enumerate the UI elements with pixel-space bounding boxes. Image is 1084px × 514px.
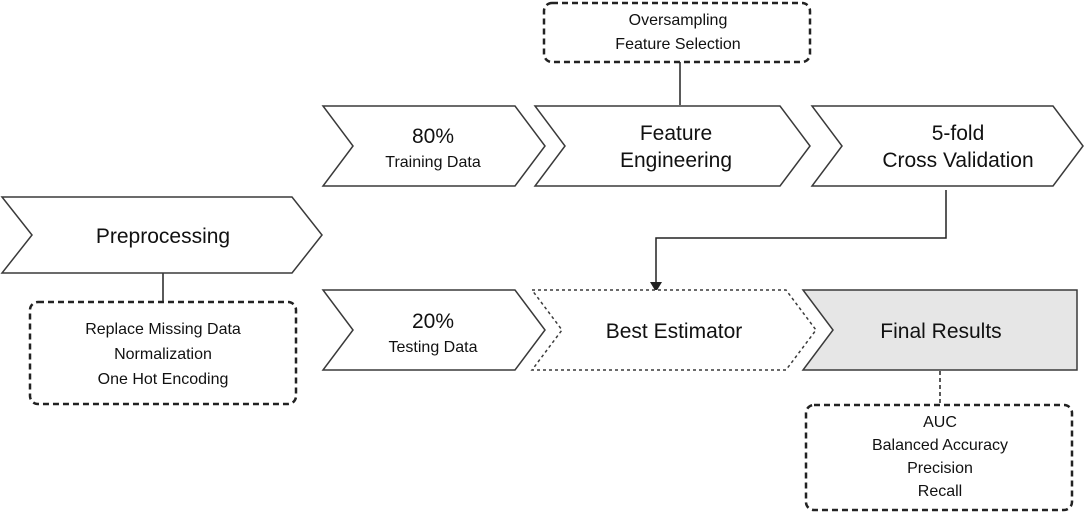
note-results-line: AUC <box>923 414 957 431</box>
chevron-best-estimator <box>530 289 817 371</box>
chevron-feature-engineering <box>533 105 811 187</box>
note-results-line: Balanced Accuracy <box>872 437 1008 454</box>
step-testing-data: 20% Testing Data <box>321 289 546 371</box>
note-results: AUC Balanced Accuracy Precision Recall <box>804 403 1074 512</box>
chevron-final-results <box>801 289 1078 371</box>
step-training-data: 80% Training Data <box>321 105 546 187</box>
note-results-line: Recall <box>918 483 962 500</box>
preprocessing-label: Preprocessing <box>96 225 230 248</box>
chevron-training <box>321 105 546 187</box>
feature-engineering-line2: Engineering <box>620 149 732 172</box>
step-final-results: Final Results <box>801 289 1078 371</box>
note-preprocessing: Replace Missing Data Normalization One H… <box>28 300 298 406</box>
note-results-box <box>804 403 1074 512</box>
testing-label: Testing Data <box>389 339 478 356</box>
note-feature-engineering: Oversampling Feature Selection <box>542 1 812 64</box>
step-feature-engineering: Feature Engineering <box>533 105 811 187</box>
training-percent: 80% <box>412 125 454 148</box>
note-feature-line: Feature Selection <box>615 36 740 53</box>
step-preprocessing: Preprocessing <box>0 196 323 274</box>
arrowhead-best-estimator <box>650 282 662 292</box>
chevron-cross-validation <box>810 105 1084 187</box>
chevron-preprocessing <box>0 196 323 274</box>
chevron-testing <box>321 289 546 371</box>
cross-validation-line2: Cross Validation <box>882 149 1033 172</box>
note-feature-engineering-box <box>542 1 812 64</box>
cross-validation-line1: 5-fold <box>932 122 985 145</box>
note-results-line: Precision <box>907 460 973 477</box>
connector-cv-to-best <box>655 190 947 284</box>
feature-engineering-line1: Feature <box>640 122 712 145</box>
training-label: Training Data <box>385 154 481 171</box>
note-feature-line: Oversampling <box>629 12 728 29</box>
note-preprocessing-box <box>28 300 298 406</box>
note-preprocessing-line: Normalization <box>114 346 212 363</box>
step-best-estimator: Best Estimator <box>530 289 817 371</box>
final-results-label: Final Results <box>880 320 1001 343</box>
step-cross-validation: 5-fold Cross Validation <box>810 105 1084 187</box>
note-preprocessing-line: Replace Missing Data <box>85 321 241 338</box>
best-estimator-label: Best Estimator <box>606 320 743 343</box>
note-preprocessing-line: One Hot Encoding <box>98 371 229 388</box>
testing-percent: 20% <box>412 310 454 333</box>
